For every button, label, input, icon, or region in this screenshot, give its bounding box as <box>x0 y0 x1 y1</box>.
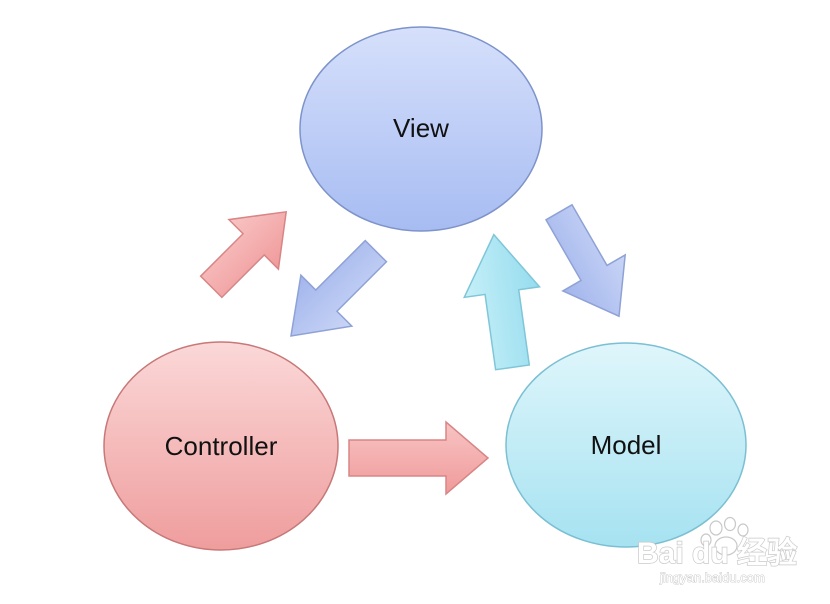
node-controller: Controller <box>103 341 339 551</box>
arrow-view-to-model <box>544 203 627 318</box>
watermark-logo: Bai du 经验 <box>637 536 797 570</box>
node-model-label: Model <box>591 430 662 460</box>
watermark-url: jingyan.baidu.com <box>659 570 765 585</box>
arrow-controller-to-model <box>348 420 490 496</box>
arrow-view-to-controller <box>290 239 388 337</box>
node-view: View <box>299 26 543 232</box>
node-controller-label: Controller <box>165 431 278 461</box>
paw-icon <box>700 516 749 556</box>
arrow-controller-to-view <box>199 210 288 299</box>
arrow-model-to-view <box>462 233 541 371</box>
node-view-label: View <box>393 113 449 143</box>
node-model: Model <box>505 342 747 548</box>
baidu-watermark: Bai du 经验 jingyan.baidu.com <box>636 516 798 585</box>
